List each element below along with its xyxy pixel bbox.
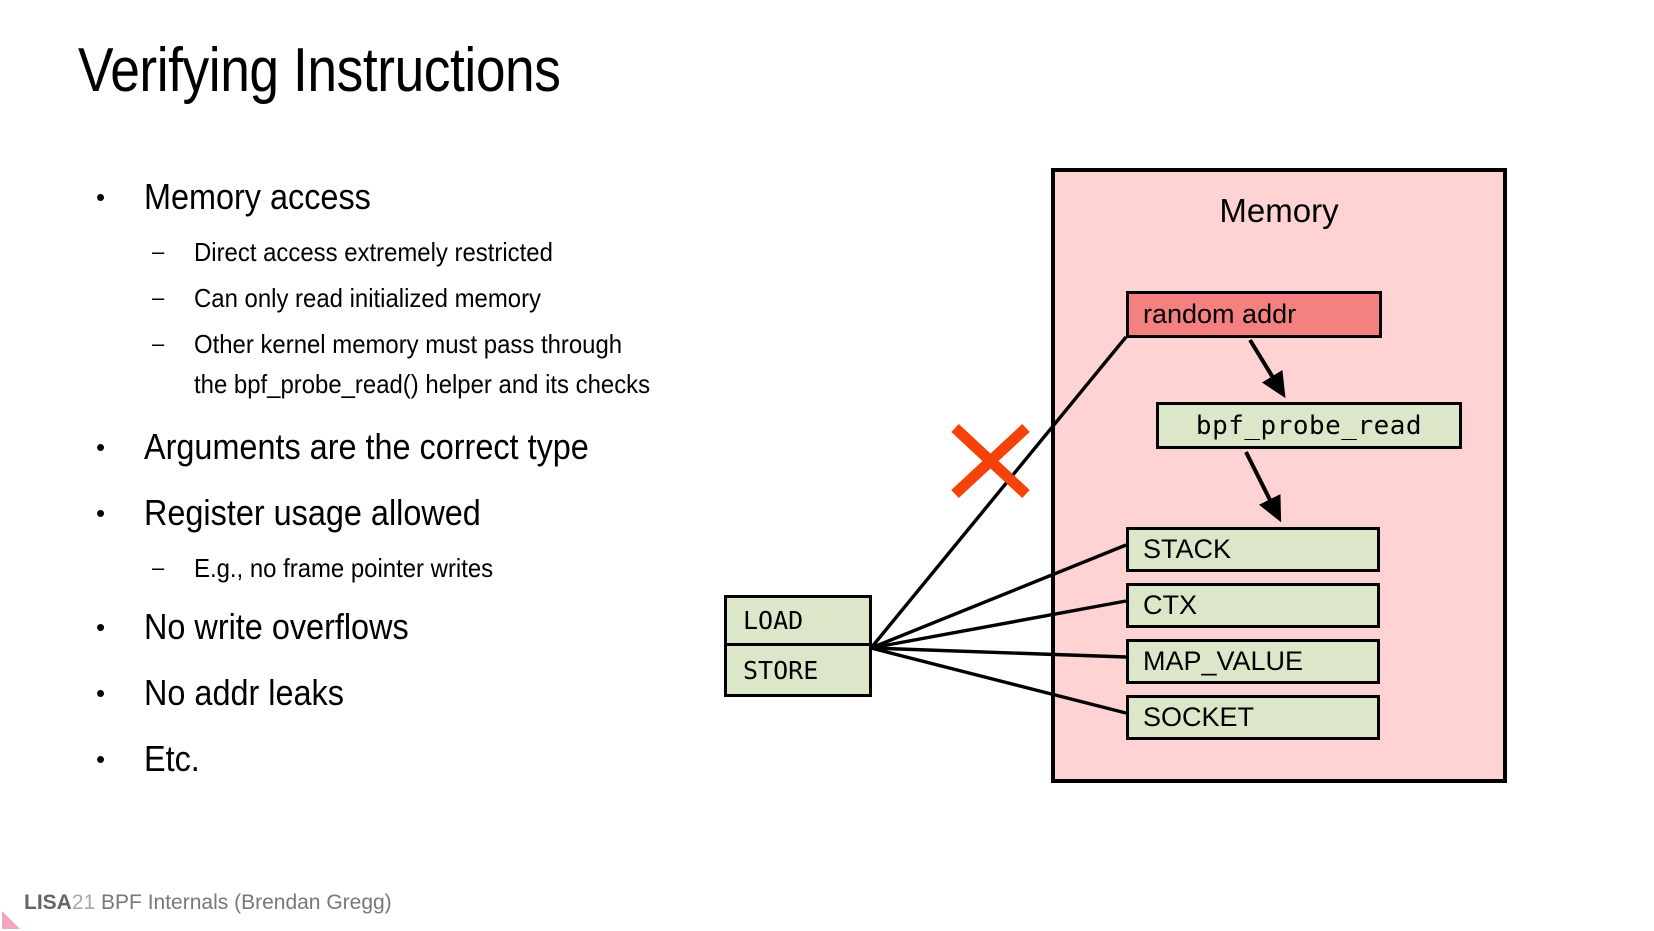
bullet-marker: •	[96, 432, 106, 462]
bullet-text: Register usage allowed	[144, 492, 481, 533]
line-to-map-value	[870, 646, 1127, 659]
load-cell[interactable]: LOAD	[727, 598, 869, 646]
footer: LISA21 BPF Internals (Brendan Gregg)	[24, 891, 392, 915]
bullet-marker: –	[152, 555, 165, 580]
bullet-marker: –	[152, 239, 165, 264]
bullet-marker: •	[96, 612, 106, 642]
bullet-marker: •	[96, 744, 106, 774]
footer-brand: LISA	[24, 891, 72, 914]
bullet-list: • Memory access – Direct access extremel…	[86, 172, 876, 794]
list-item: • Memory access	[86, 172, 876, 222]
memory-box-stack[interactable]: STACK	[1126, 527, 1380, 572]
store-cell[interactable]: STORE	[743, 655, 819, 685]
bullet-marker: •	[96, 678, 106, 708]
footer-subtitle: BPF Internals (Brendan Gregg)	[95, 891, 392, 914]
line-to-stack	[870, 543, 1127, 650]
bullet-marker: •	[96, 182, 106, 212]
memory-box-bpf-probe-read[interactable]: bpf_probe_read	[1156, 402, 1462, 449]
list-item: – Can only read initialized memory	[86, 278, 876, 318]
bullet-marker: –	[152, 331, 165, 356]
page-title: Verifying Instructions	[78, 36, 561, 105]
list-item: – E.g., no frame pointer writes	[86, 548, 876, 588]
footer-year: 21	[71, 891, 96, 914]
list-item: • Etc.	[86, 734, 876, 784]
bullet-text: Etc.	[144, 738, 200, 779]
memory-box-socket[interactable]: SOCKET	[1126, 695, 1380, 740]
line-to-ctx	[870, 599, 1127, 650]
line-to-random-addr	[869, 335, 1128, 650]
arrow-probe-read-to-stack	[1244, 451, 1282, 523]
list-item: • Register usage allowed	[86, 488, 876, 538]
list-item: • Arguments are the correct type	[86, 422, 876, 472]
memory-box-random-addr[interactable]: random addr	[1126, 291, 1382, 338]
bullet-marker: •	[96, 498, 106, 528]
arrow-random-addr-to-probe-read	[1248, 338, 1286, 399]
bullet-marker: –	[152, 285, 165, 310]
list-item: • No write overflows	[86, 602, 876, 652]
list-item: – Other kernel memory must pass through …	[86, 324, 876, 404]
bullet-text: No write overflows	[144, 606, 409, 647]
line-to-socket	[870, 646, 1127, 715]
list-item: – Direct access extremely restricted	[86, 232, 876, 272]
blocked-x-icon	[951, 423, 1030, 499]
list-item: • No addr leaks	[86, 668, 876, 718]
memory-panel-label: Memory	[1219, 192, 1339, 229]
bullet-text: No addr leaks	[144, 672, 344, 713]
memory-box-ctx[interactable]: CTX	[1126, 583, 1380, 628]
bullet-text: Can only read initialized memory	[194, 283, 541, 313]
load-store-box[interactable]: LOAD STORE	[724, 595, 872, 697]
bullet-text: Direct access extremely restricted	[194, 237, 553, 267]
bullet-text: Arguments are the correct type	[144, 426, 589, 467]
bullet-text: Memory access	[144, 176, 371, 217]
bullet-text: E.g., no frame pointer writes	[194, 553, 494, 583]
bullet-text: Other kernel memory must pass through th…	[194, 329, 651, 399]
corner-triangle-icon	[2, 911, 20, 929]
memory-box-map-value[interactable]: MAP_VALUE	[1126, 639, 1380, 684]
